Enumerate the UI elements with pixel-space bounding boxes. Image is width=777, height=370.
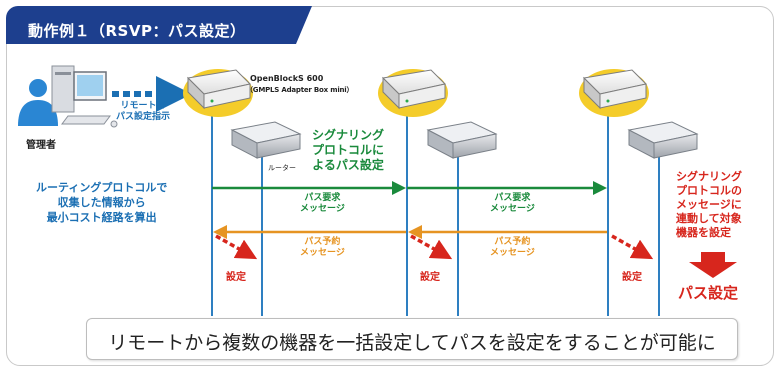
remote-line-2: パス設定指示 — [116, 112, 171, 122]
routing-line-1: ルーティングプロトコルで — [36, 181, 168, 194]
router-icon — [230, 121, 302, 159]
router-icon — [426, 121, 498, 159]
reserve-message-label: パス予約 メッセージ — [490, 237, 535, 259]
request-line-2: メッセージ — [490, 204, 535, 214]
summary-text: リモートから複数の機器を一括設定してパスを設定をすることが可能に — [108, 332, 716, 354]
request-line-1: パス要求 — [304, 193, 341, 203]
arrow-left-icon — [408, 225, 607, 239]
request-line-2: メッセージ — [300, 204, 345, 214]
computer-icon — [51, 65, 118, 128]
down-arrow-icon — [689, 252, 737, 278]
router-icon — [627, 121, 699, 159]
lifelines — [211, 100, 660, 316]
signaling-line-2: プロトコルに — [312, 143, 385, 157]
device-subtitle: （GMPLS Adapter Box mini） — [246, 86, 354, 94]
arrow-right-icon — [212, 181, 406, 195]
admin-label: 管理者 — [26, 140, 56, 151]
diagram-frame — [6, 6, 774, 366]
right-note-line-2: プロトコルの — [676, 184, 742, 197]
right-note-line-4: 連動して対象 — [676, 212, 742, 225]
request-message-label: パス要求 メッセージ — [490, 193, 535, 215]
reserve-line-1: パス予約 — [494, 237, 531, 247]
device-icon — [183, 69, 253, 117]
right-note-line-3: メッセージに — [676, 198, 742, 211]
config-arrow — [410, 234, 453, 260]
router-label: ルーター — [268, 164, 296, 172]
arrow-right-icon — [407, 181, 607, 195]
request-line-1: パス要求 — [494, 193, 531, 203]
device-icon — [378, 69, 448, 117]
diagram-title: 動作例１（RSVP：パス設定） — [28, 22, 246, 40]
routing-line-2: 収集した情報から — [57, 196, 146, 209]
signaling-line-3: よるパス設定 — [312, 158, 384, 172]
arrow-left-icon — [213, 225, 406, 239]
reserve-line-2: メッセージ — [300, 248, 345, 258]
remote-line-1: リモートで — [120, 101, 166, 111]
config-label: 設定 — [622, 272, 642, 283]
device-name: OpenBlockS 600 — [250, 74, 324, 83]
request-message-label: パス要求 メッセージ — [300, 193, 345, 215]
result-label: パス設定 — [678, 284, 739, 302]
right-note-line-1: シグナリング — [676, 170, 742, 183]
config-label: 設定 — [420, 272, 440, 283]
reserve-message-label: パス予約 メッセージ — [300, 237, 345, 259]
config-arrow — [215, 234, 258, 260]
user-icon — [18, 79, 58, 126]
title-bar: 動作例１（RSVP：パス設定） — [6, 6, 312, 44]
right-note-line-5: 機器を設定 — [676, 226, 731, 239]
device-icon — [579, 69, 649, 117]
routing-label: ルーティングプロトコルで 収集した情報から 最小コスト経路を算出 — [36, 180, 167, 225]
config-label: 設定 — [226, 272, 246, 283]
reserve-line-1: パス予約 — [304, 237, 341, 247]
reserve-line-2: メッセージ — [490, 248, 535, 258]
right-note: シグナリング プロトコルの メッセージに 連動して対象 機器を設定 — [676, 170, 742, 240]
summary-box: リモートから複数の機器を一括設定してパスを設定をすることが可能に — [86, 318, 738, 360]
remote-instruction-label: リモートで パス設定指示 — [116, 101, 170, 123]
config-arrow — [611, 234, 654, 260]
routing-line-3: 最小コスト経路を算出 — [46, 211, 157, 224]
signaling-line-1: シグナリング — [312, 128, 385, 142]
signaling-label: シグナリング プロトコルに よるパス設定 — [312, 128, 384, 173]
